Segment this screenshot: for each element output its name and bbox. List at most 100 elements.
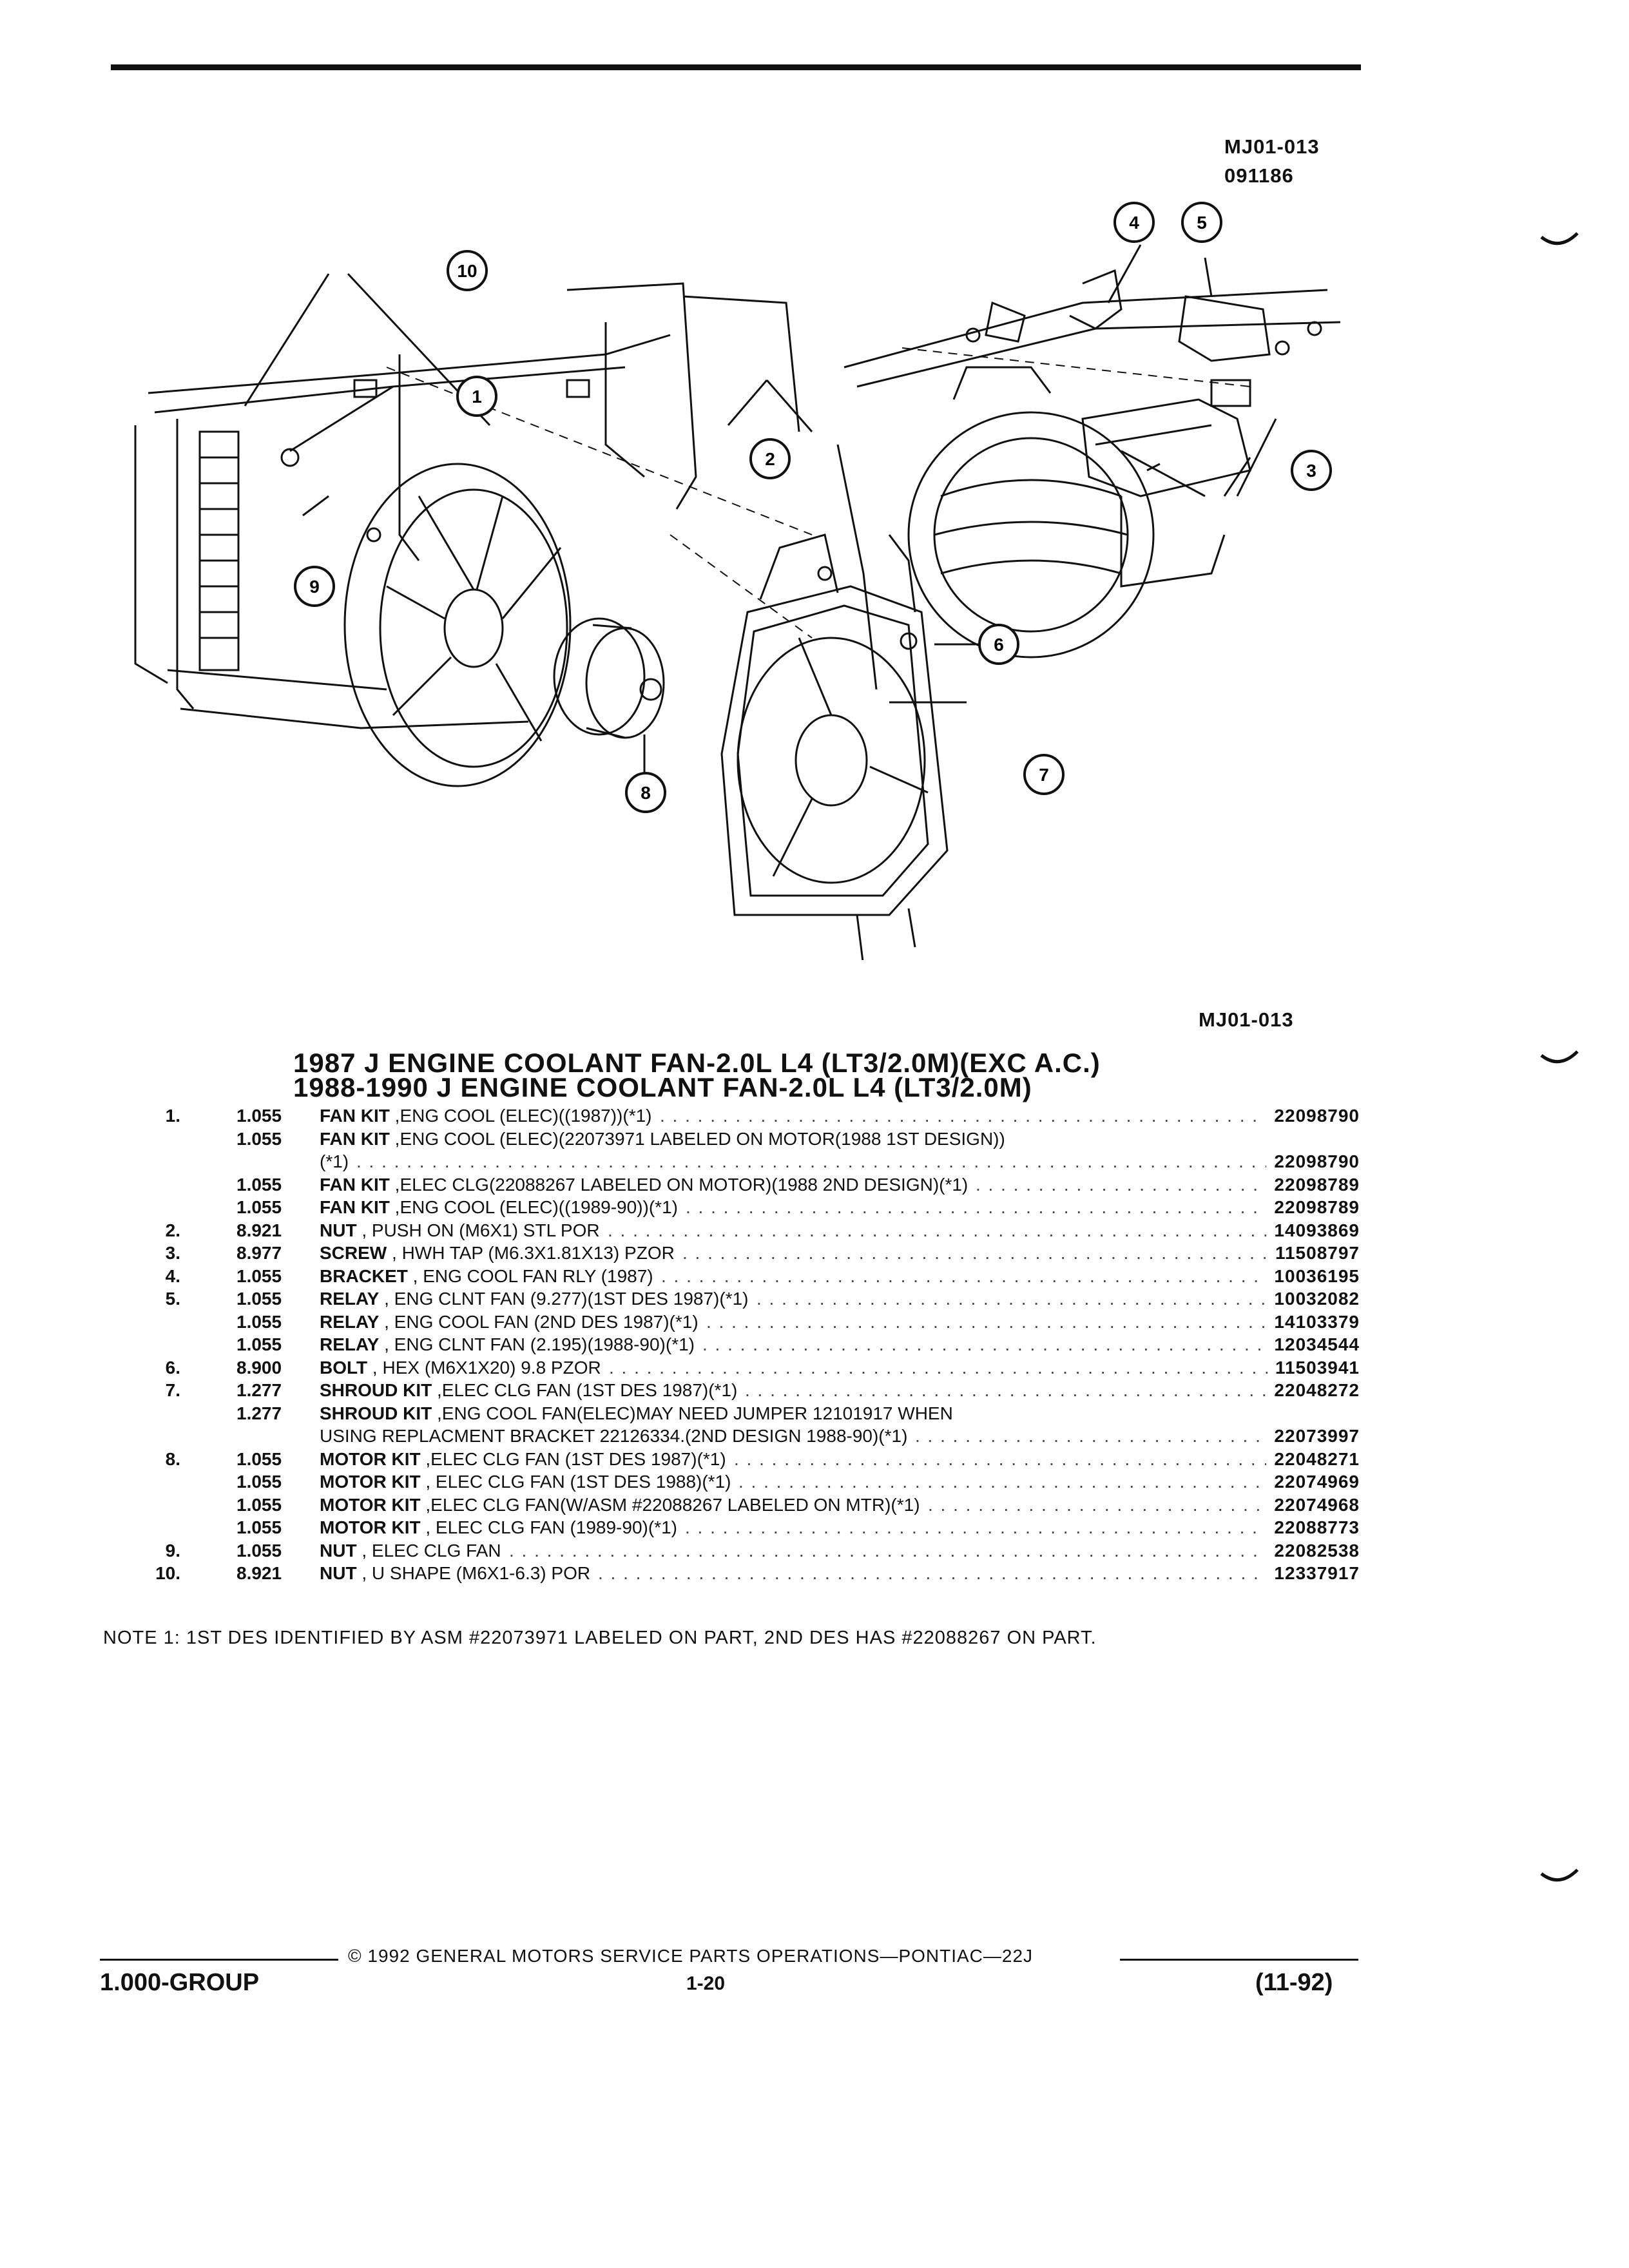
footer-rule-left [100, 1959, 338, 1961]
group-code: 1.055 [236, 1517, 282, 1537]
dot-leader: . . . . . . . . . . . . . . . . . . . . … [928, 1494, 1266, 1515]
part-number: 11503941 [1275, 1357, 1360, 1378]
part-name: SCREW [320, 1243, 387, 1263]
callout-5: 5 [1181, 202, 1222, 243]
part-detail: , ENG CLNT FAN (2.195)(1988-90)(*1) [384, 1334, 695, 1354]
part-number: 22048271 [1274, 1448, 1360, 1469]
part-name: NUT [320, 1563, 357, 1583]
part-description: NUT , U SHAPE (M6X1-6.3) POR [320, 1563, 590, 1584]
item-number: 5. [165, 1289, 180, 1309]
part-number: 12034544 [1274, 1334, 1360, 1354]
part-name: SHROUD KIT [320, 1403, 432, 1423]
callout-1: 1 [456, 376, 497, 417]
dot-leader: . . . . . . . . . . . . . . . . . . . . … [734, 1448, 1266, 1469]
group-code: 1.055 [236, 1540, 282, 1561]
part-detail: , HWH TAP (M6.3X1.81X13) PZOR [392, 1243, 675, 1263]
svg-text:2: 2 [765, 449, 775, 469]
dot-leader: . . . . . . . . . . . . . . . . . . . . … [702, 1334, 1266, 1354]
part-number: 14103379 [1274, 1311, 1360, 1332]
part-number: 22098789 [1274, 1197, 1360, 1217]
dot-leader: . . . . . . . . . . . . . . . . . . . . … [915, 1426, 1266, 1446]
part-name: FAN KIT [320, 1106, 390, 1126]
part-description: MOTOR KIT , ELEC CLG FAN (1989-90)(*1) [320, 1517, 677, 1538]
part-detail: , ENG COOL FAN RLY (1987) [412, 1265, 653, 1286]
part-description: MOTOR KIT ,ELEC CLG FAN (1ST DES 1987)(*… [320, 1449, 726, 1470]
section-title-1988-1990: 1988-1990 J ENGINE COOLANT FAN-2.0L L4 (… [293, 1072, 1032, 1102]
binding-mark-3 [1540, 1869, 1579, 1882]
part-number: 22098790 [1274, 1106, 1360, 1126]
part-detail: , ELEC CLG FAN [361, 1540, 501, 1561]
part-detail: , U SHAPE (M6X1-6.3) POR [361, 1563, 591, 1583]
callout-group: 10 1 2 9 8 4 5 3 [294, 202, 1332, 813]
callout-7: 7 [1023, 754, 1065, 795]
part-name: FAN KIT [320, 1128, 390, 1149]
part-description: RELAY , ENG CLNT FAN (2.195)(1988-90)(*1… [320, 1334, 695, 1355]
dot-leader: . . . . . . . . . . . . . . . . . . . . … [738, 1472, 1266, 1492]
footnote: NOTE 1: 1ST DES IDENTIFIED BY ASM #22073… [103, 1628, 1097, 1648]
part-description: (*1) [320, 1151, 349, 1172]
callout-10: 10 [447, 250, 488, 291]
part-name: BOLT [320, 1357, 368, 1378]
part-number: 14093869 [1274, 1220, 1360, 1240]
svg-text:6: 6 [994, 635, 1004, 655]
group-code: 1.055 [236, 1265, 282, 1286]
illustration-id: MJ01-013 [1224, 135, 1320, 158]
svg-text:4: 4 [1129, 213, 1139, 233]
dot-leader: . . . . . . . . . . . . . . . . . . . . … [609, 1357, 1268, 1378]
part-number: 22098789 [1274, 1174, 1360, 1195]
part-description: USING REPLACMENT BRACKET 22126334.(2ND D… [320, 1426, 907, 1446]
part-number: 22088773 [1274, 1517, 1360, 1537]
dot-leader: . . . . . . . . . . . . . . . . . . . . … [356, 1151, 1266, 1171]
callout-4: 4 [1113, 202, 1155, 243]
part-detail: , PUSH ON (M6X1) STL POR [361, 1220, 600, 1240]
callout-8: 8 [625, 772, 666, 813]
item-number: 2. [165, 1220, 180, 1240]
item-number: 10. [155, 1563, 180, 1583]
group-code: 1.055 [236, 1334, 282, 1354]
part-number: 22048272 [1274, 1380, 1360, 1400]
item-number: 4. [165, 1265, 180, 1286]
dot-leader: . . . . . . . . . . . . . . . . . . . . … [682, 1243, 1268, 1263]
dot-leader: . . . . . . . . . . . . . . . . . . . . … [976, 1174, 1266, 1195]
dot-leader: . . . . . . . . . . . . . . . . . . . . … [706, 1311, 1266, 1332]
group-code: 1.055 [236, 1128, 282, 1149]
part-description: MOTOR KIT , ELEC CLG FAN (1ST DES 1988)(… [320, 1472, 731, 1492]
item-number: 6. [165, 1357, 180, 1378]
part-description: NUT , PUSH ON (M6X1) STL POR [320, 1220, 600, 1241]
part-name: RELAY [320, 1311, 380, 1332]
group-code: 1.055 [236, 1494, 282, 1515]
part-detail: ,ENG COOL FAN(ELEC)MAY NEED JUMPER 12101… [437, 1403, 953, 1423]
part-description: SCREW , HWH TAP (M6.3X1.81X13) PZOR [320, 1243, 675, 1264]
item-number: 9. [165, 1540, 180, 1561]
binding-mark-1 [1540, 232, 1579, 245]
part-description: SHROUD KIT ,ELEC CLG FAN (1ST DES 1987)(… [320, 1380, 737, 1401]
part-number: 22082538 [1274, 1540, 1360, 1561]
dot-leader: . . . . . . . . . . . . . . . . . . . . … [598, 1563, 1266, 1583]
svg-text:9: 9 [309, 577, 320, 597]
part-number: 10032082 [1274, 1289, 1360, 1309]
part-name: FAN KIT [320, 1197, 390, 1217]
group-code: 1.055 [236, 1197, 282, 1217]
callout-6: 6 [978, 624, 1019, 665]
dot-leader: . . . . . . . . . . . . . . . . . . . . … [685, 1517, 1266, 1537]
section-title-1987: 1987 J ENGINE COOLANT FAN-2.0L L4 (LT3/2… [293, 1048, 1101, 1078]
parts-row: 2. 8.921 NUT , PUSH ON (M6X1) STL POR 14093… [103, 1220, 1366, 1244]
part-description: FAN KIT ,ENG COOL (ELEC)((1989-90))(*1) [320, 1197, 678, 1218]
footer-revision-date: (11-92) [1255, 1969, 1333, 1996]
group-code: 1.277 [236, 1380, 282, 1400]
group-code: 8.921 [236, 1220, 282, 1240]
part-name: BRACKET [320, 1265, 408, 1286]
part-number: 22074968 [1274, 1494, 1360, 1515]
illustration-date: 091186 [1224, 164, 1294, 187]
part-detail: , HEX (M6X1X20) 9.8 PZOR [372, 1357, 601, 1378]
group-code: 1.055 [236, 1106, 282, 1126]
part-detail: ,ELEC CLG FAN (1ST DES 1987)(*1) [425, 1448, 726, 1469]
